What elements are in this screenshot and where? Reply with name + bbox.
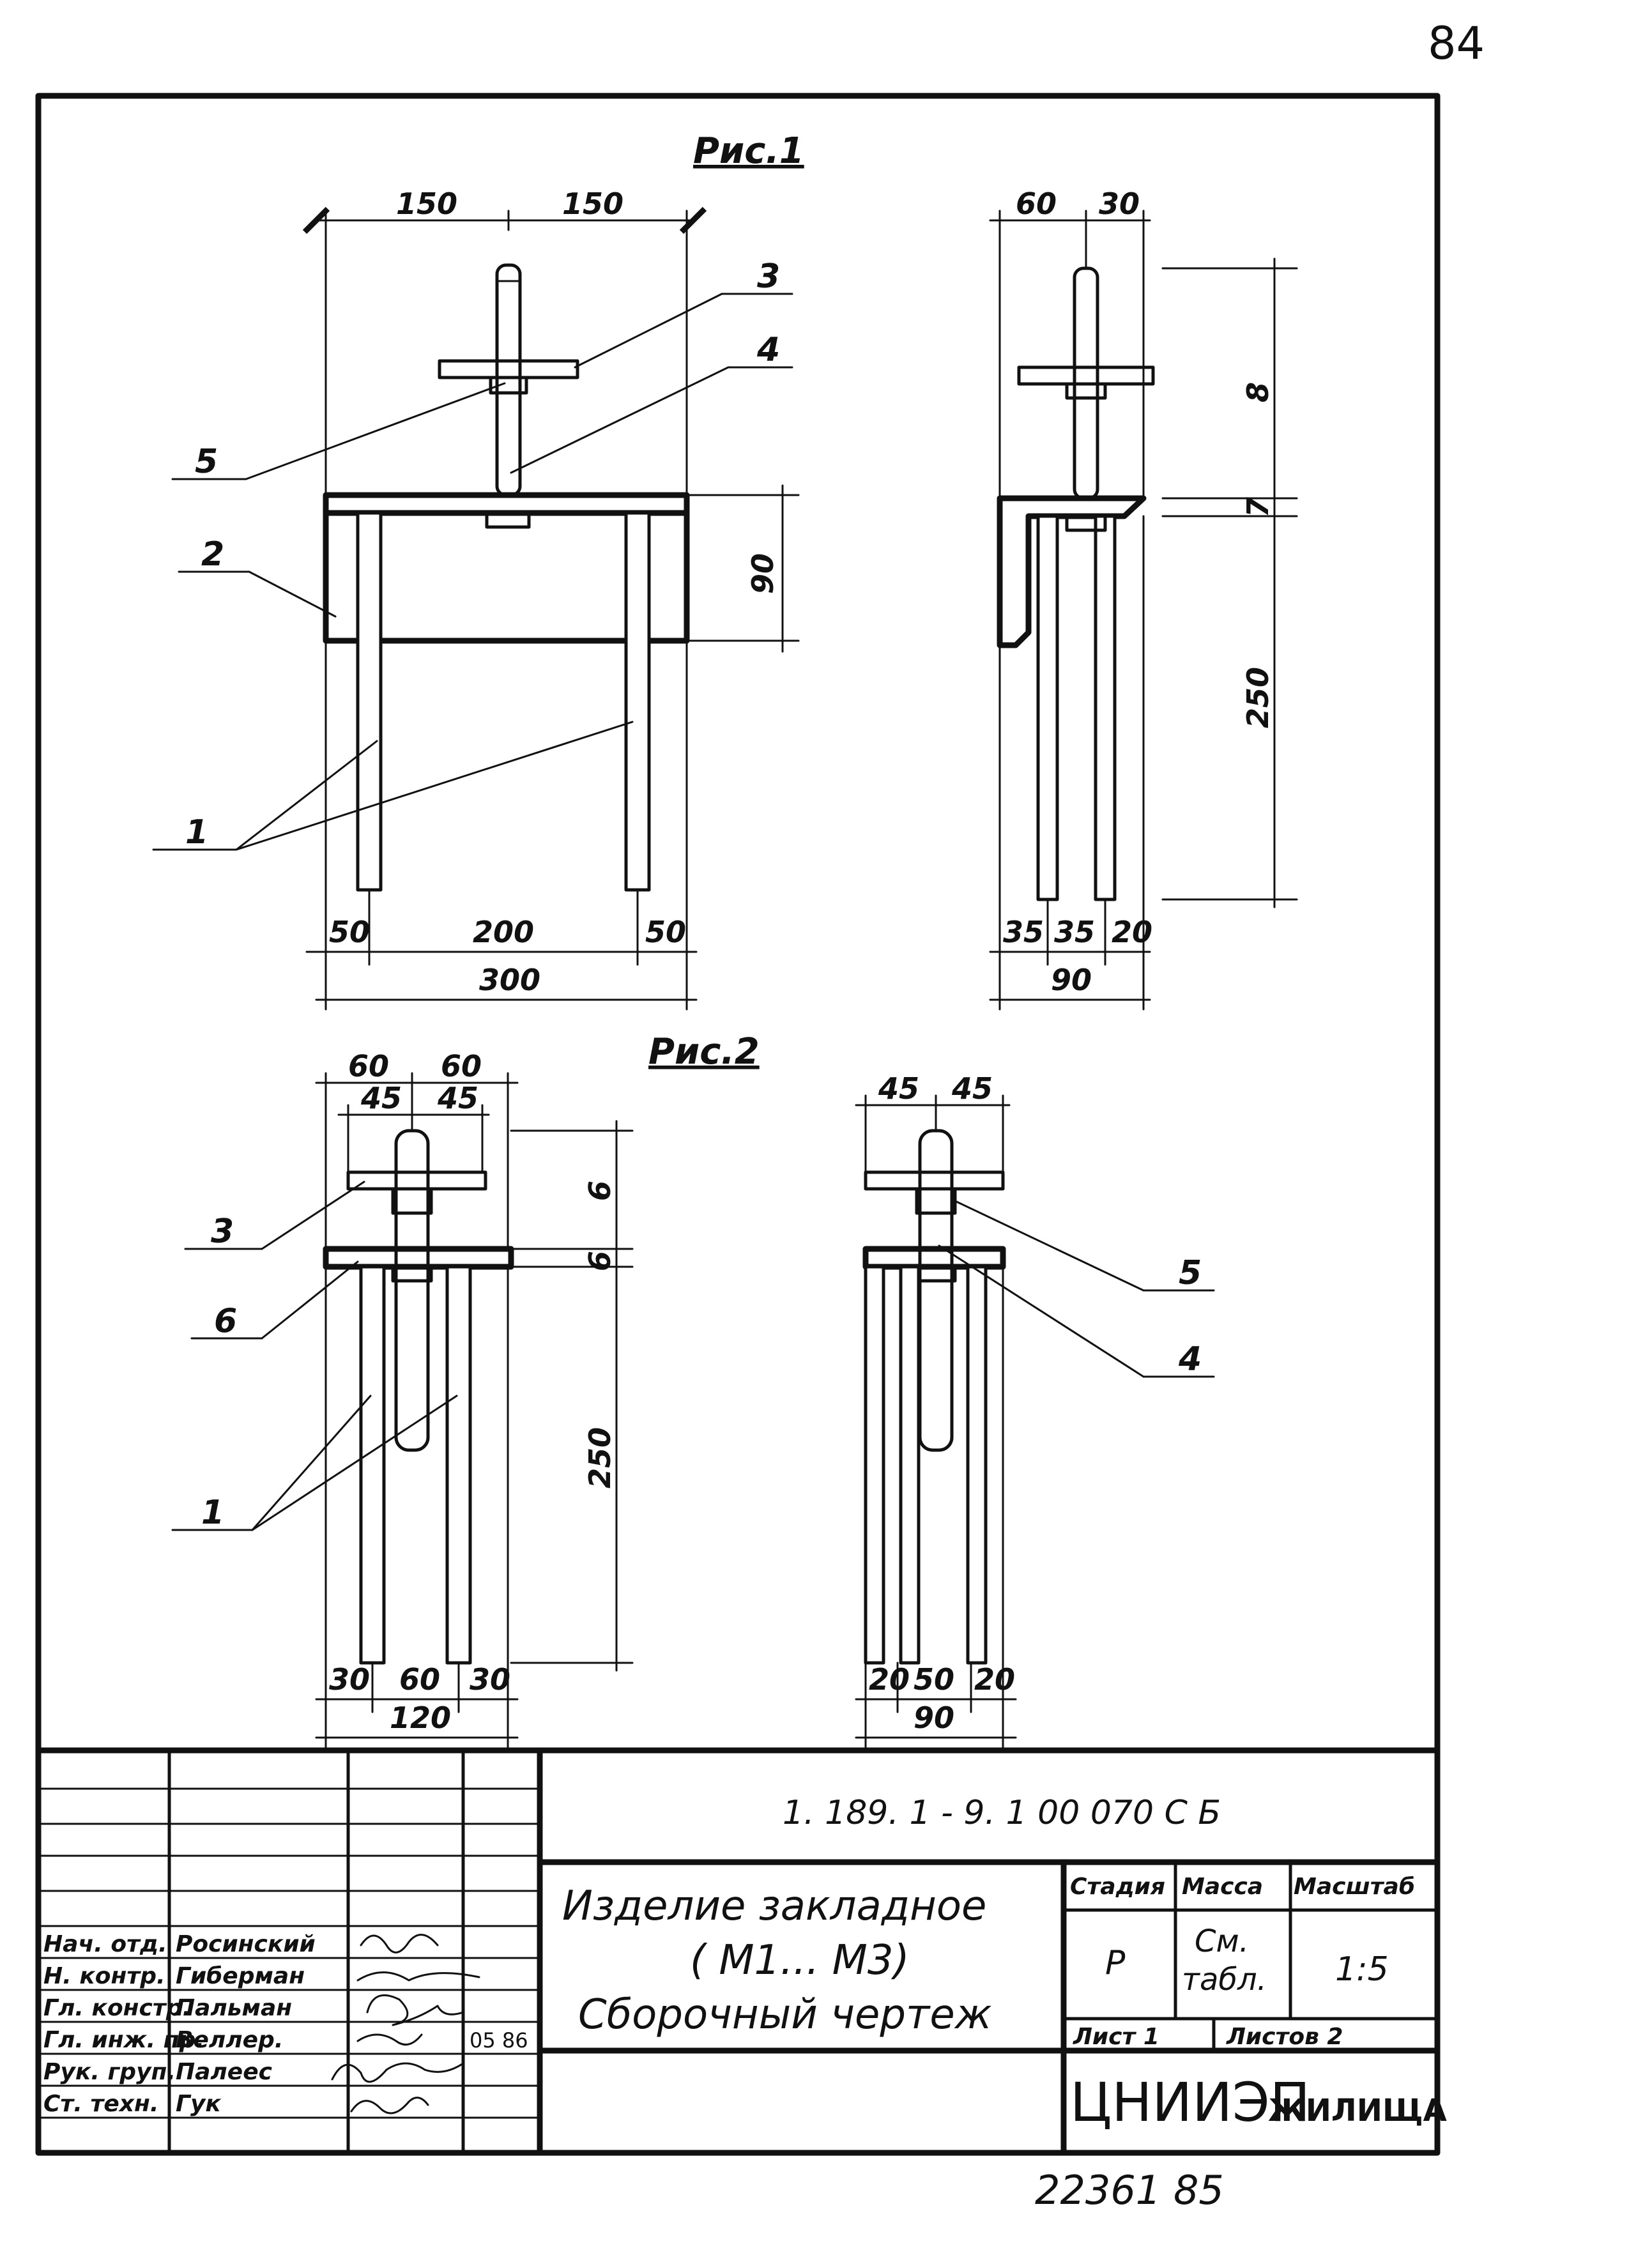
- fig2-dim-total: 120: [390, 1701, 451, 1735]
- part-name-line2: ( М1... М3): [690, 1937, 910, 1984]
- fig1-callout-3: 3: [757, 257, 780, 296]
- fig2-dim-upper: 6: [583, 1181, 617, 1201]
- fig2-side-dim-bottom-c: 20: [974, 1662, 1015, 1697]
- fig1-dim-bottom-right: 50: [645, 915, 686, 949]
- fig2-dim-bottom-a: 30: [329, 1662, 370, 1697]
- fig2-dim-lower: 250: [583, 1427, 617, 1488]
- role-2: Гл. констр.: [43, 1995, 191, 2021]
- name-5: Гук: [176, 2091, 222, 2117]
- signature-1: [356, 1971, 480, 1982]
- fig1-dim-bottom-left: 50: [329, 915, 370, 949]
- fig2-dim-top-a: 60: [348, 1049, 389, 1083]
- fig2-side-dim-bottom-b: 50: [914, 1662, 954, 1697]
- role-1: Н. контр.: [43, 1963, 165, 1989]
- fig2-dim-bottom-c: 30: [470, 1662, 510, 1697]
- name-4: Палеес: [176, 2059, 272, 2085]
- fig2-side-dim-bottom-a: 20: [869, 1662, 910, 1697]
- signature-0: [360, 1934, 439, 1954]
- fig2-dim-middle: 6: [583, 1251, 617, 1271]
- fig2-side-view: 45 45 20 50 20 90 5 4: [855, 1071, 1215, 1752]
- name-1: Гиберман: [176, 1963, 305, 1989]
- signature-3: [356, 2033, 423, 2046]
- fig1-side-view: 60 30 8 7 250 35 35 20 90: [989, 187, 1298, 1011]
- fig1-dim-top-left: 150: [396, 187, 457, 221]
- fig1-dim-total: 300: [479, 963, 540, 997]
- fig1-dim-bottom-mid: 200: [473, 915, 534, 949]
- fig1-callout-1: 1: [185, 813, 208, 852]
- org-sub: ЖИЛИЩА: [1268, 2093, 1447, 2129]
- role-0: Нач. отд.: [43, 1931, 167, 1957]
- fig2-callout-4: 4: [1178, 1340, 1202, 1379]
- fig1-side-dim-bottom-c: 20: [1112, 915, 1152, 949]
- fig1-title: Рис.1: [693, 130, 804, 172]
- mass-header: Масса: [1182, 1874, 1263, 1900]
- scale-value: 1:5: [1335, 1950, 1389, 1989]
- fig1-side-dim-middle: 7: [1241, 497, 1275, 517]
- fig1-side-dim-top-left: 60: [1016, 187, 1057, 221]
- name-3: Веллер.: [176, 2027, 283, 2053]
- title-block: 1. 189. 1 - 9. 1 00 070 С Б Изделие закл…: [35, 1747, 1447, 2156]
- fig2-side-dim-total: 90: [914, 1701, 954, 1735]
- sheet-number: 84: [1428, 17, 1485, 70]
- fig1-side-dim-total: 90: [1051, 963, 1092, 997]
- fig1-side-dim-lower: 250: [1241, 667, 1275, 728]
- bottom-number: 22361 85: [1035, 2167, 1224, 2214]
- part-name-line1: Изделие закладное: [562, 1883, 986, 1930]
- fig1-callout-4: 4: [756, 331, 780, 369]
- doc-code: 1. 189. 1 - 9. 1 00 070 С Б: [783, 1794, 1221, 1832]
- fig1-side-dim-bottom-b: 35: [1054, 915, 1095, 949]
- fig1-callout-2: 2: [201, 535, 224, 574]
- drawing-frame: [35, 93, 1441, 2156]
- fig2-callout-5: 5: [1179, 1254, 1202, 1292]
- fig2-dim-inner-a: 45: [360, 1081, 402, 1115]
- stage-header: Стадия: [1070, 1874, 1165, 1900]
- org-main: ЦНИИЭП: [1070, 2071, 1310, 2134]
- fig2-side-dim-top-a: 45: [878, 1071, 919, 1106]
- sheet-label: Лист 1: [1073, 2024, 1159, 2050]
- fig1-callout-5: 5: [195, 443, 218, 481]
- mass-value-2: табл.: [1182, 1962, 1267, 1998]
- name-2: Пальман: [176, 1995, 292, 2021]
- mass-value-1: См.: [1195, 1923, 1249, 1959]
- scale-header: Масштаб: [1294, 1874, 1415, 1900]
- fig1-dim-side-height: 90: [746, 553, 780, 594]
- fig2-callout-1: 1: [201, 1494, 224, 1532]
- fig1-side-dim-top-right: 30: [1099, 187, 1140, 221]
- sheets-label: Листов 2: [1226, 2024, 1343, 2050]
- date-mark: 05 86: [470, 2028, 528, 2053]
- fig1-front-view: 150 150 90 50 200 50 300 3 4 5 2 1: [152, 187, 800, 1011]
- signature-4: [331, 2062, 464, 2083]
- fig1-dim-top-right: 150: [562, 187, 623, 221]
- fig2-front-view: 60 60 45 45 6 6 250 30 60 30 120 3 6: [171, 1049, 634, 1752]
- role-4: Рук. груп.: [43, 2059, 176, 2085]
- role-5: Ст. техн.: [43, 2091, 159, 2117]
- stage-value: Р: [1105, 1944, 1126, 1982]
- name-0: Росинский: [176, 1931, 316, 1957]
- role-3: Гл. инж. пр.: [43, 2027, 204, 2053]
- fig2-callout-3: 3: [211, 1212, 234, 1251]
- fig2-side-dim-top-b: 45: [951, 1071, 993, 1106]
- fig2-dim-inner-b: 45: [437, 1081, 478, 1115]
- fig1-side-dim-upper: 8: [1241, 382, 1275, 402]
- signature-5: [350, 2097, 429, 2114]
- fig2-callout-6: 6: [214, 1302, 237, 1340]
- fig2-dim-top-b: 60: [441, 1049, 482, 1083]
- fig2-dim-bottom-b: 60: [399, 1662, 440, 1697]
- fig1-side-dim-bottom-a: 35: [1003, 915, 1044, 949]
- part-name-line3: Сборочный чертеж: [578, 1991, 992, 2038]
- fig2-title: Рис.2: [648, 1031, 760, 1073]
- signature-2: [366, 1994, 464, 2026]
